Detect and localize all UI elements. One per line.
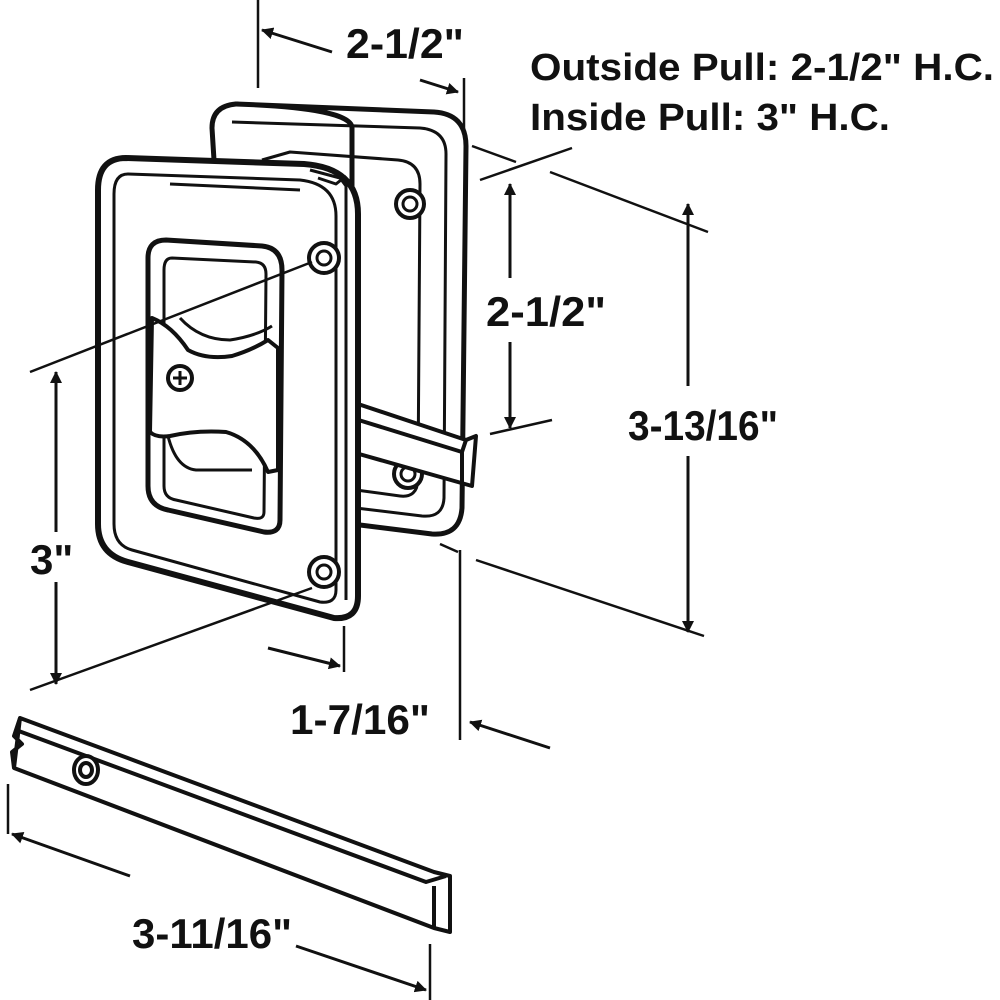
latch-tongue [350, 400, 478, 488]
outside-pull-plate [95, 155, 361, 622]
bar-length-label: 3-11/16" [132, 910, 292, 957]
edge-pull-bar [10, 716, 452, 934]
extension-lines [6, 0, 709, 1000]
overall-height-label: 3-13/16" [628, 402, 778, 449]
inside-pull-note: Inside Pull: 3" H.C. [530, 97, 890, 139]
depth-label: 1-7/16" [290, 696, 430, 743]
outside-hole-spacing-label: 3" [30, 536, 73, 583]
top-width-label: 2-1/2" [346, 20, 464, 67]
dimension-arrows [11, 27, 694, 993]
inside-hole-spacing-label: 2-1/2" [486, 288, 606, 335]
outside-pull-note: Outside Pull: 2-1/2" H.C. [530, 47, 994, 89]
